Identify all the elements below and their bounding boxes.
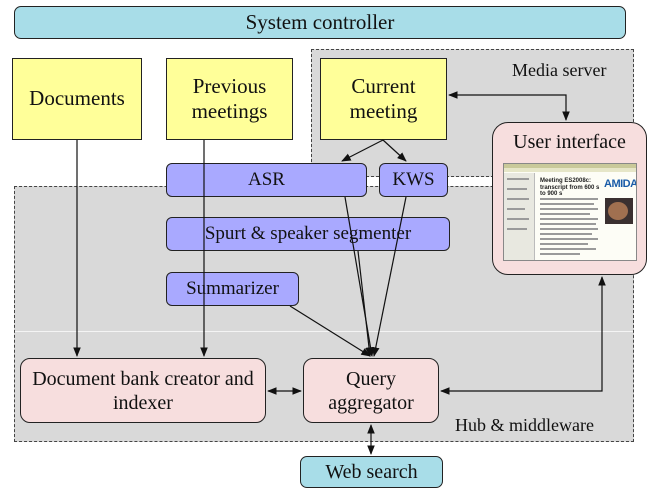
ui-screenshot-heading: Meeting ES2008c: transcript from 600 s t… <box>540 178 600 198</box>
current-meeting-box: Current meeting <box>320 58 447 140</box>
system-controller-box: System controller <box>14 6 626 39</box>
previous-meetings-box: Previous meetings <box>166 58 293 140</box>
ui-screenshot-image: Meeting ES2008c: transcript from 600 s t… <box>503 163 637 261</box>
document-bank-box: Document bank creator and indexer <box>20 358 266 423</box>
ui-screenshot-face <box>608 202 628 220</box>
summarizer-box: Summarizer <box>166 272 299 306</box>
web-search-box: Web search <box>300 456 443 488</box>
asr-box: ASR <box>166 163 367 197</box>
media-server-label: Media server <box>512 60 607 80</box>
documents-box: Documents <box>12 58 142 140</box>
hub-middleware-label: Hub & middleware <box>455 415 594 435</box>
user-interface-panel: User interface Meeting ES2008c: transcri… <box>492 122 647 275</box>
kws-box: KWS <box>379 163 448 197</box>
user-interface-title: User interface <box>513 131 626 153</box>
query-aggregator-box: Query aggregator <box>303 358 439 423</box>
spurt-segmenter-box: Spurt & speaker segmenter <box>166 217 450 251</box>
hub-divider-line <box>15 331 633 332</box>
ui-screenshot-logo: AMIDA <box>604 178 637 190</box>
